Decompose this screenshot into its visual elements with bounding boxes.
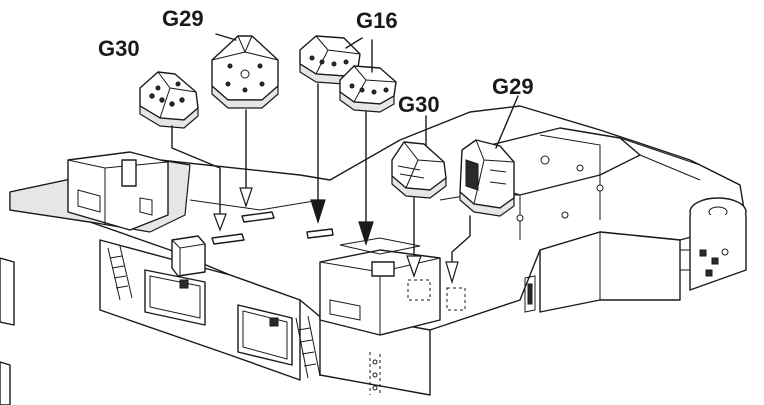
callout-g16: G16 bbox=[356, 8, 398, 33]
callout-g29-left: G29 bbox=[162, 6, 204, 31]
arrow-g16-lower bbox=[358, 221, 374, 246]
callout-g30-right: G30 bbox=[398, 92, 440, 117]
part-g30-right bbox=[391, 141, 447, 199]
part-g16-upper bbox=[299, 35, 361, 85]
arrow-g30-right bbox=[406, 255, 422, 278]
callout-g29-right: G29 bbox=[492, 74, 534, 99]
callout-g30-left: G30 bbox=[98, 36, 140, 61]
arrow-g29-right bbox=[445, 261, 459, 285]
part-g30-left bbox=[139, 71, 199, 129]
part-g29-left bbox=[211, 35, 279, 109]
arrow-g29-left bbox=[239, 187, 253, 208]
arrow-g16-upper bbox=[310, 199, 326, 224]
hull-base bbox=[0, 105, 747, 405]
part-g16-lower bbox=[339, 65, 397, 113]
arrow-g30-left bbox=[213, 213, 227, 232]
leader-lines bbox=[171, 33, 519, 285]
part-g29-right bbox=[459, 139, 515, 217]
